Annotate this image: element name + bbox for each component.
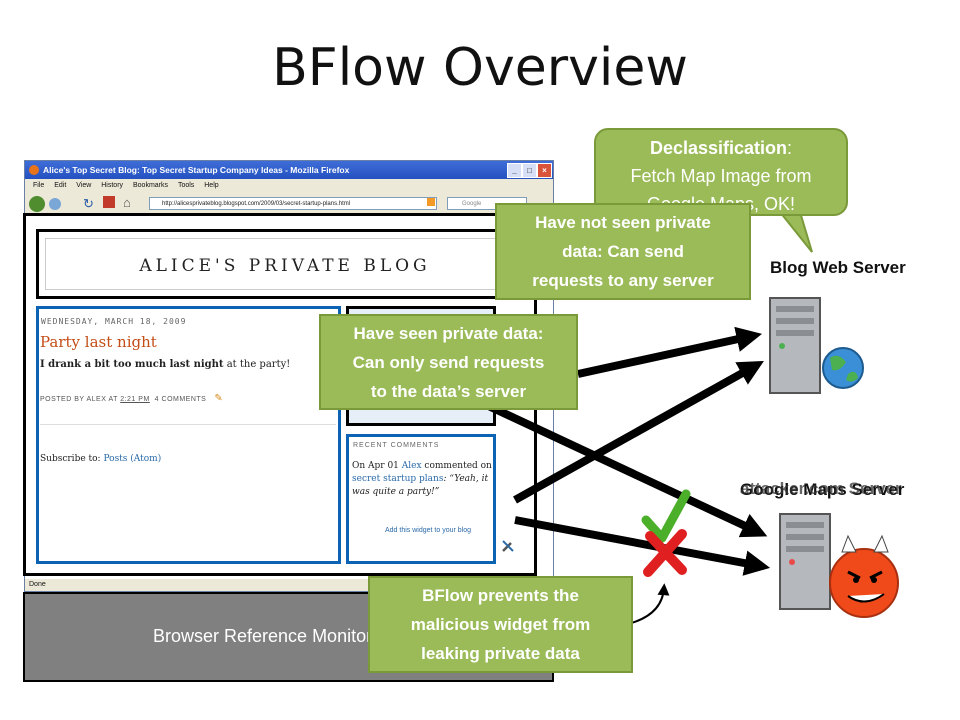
slide-title: BFlow Overview (272, 38, 688, 98)
arrow-to-maps-server (478, 398, 768, 538)
bflow-line3: leaking private data (421, 644, 580, 663)
pencil-icon[interactable]: ✎ (214, 393, 224, 404)
maps-server-label: Google Maps Server (740, 480, 905, 499)
seen-line2: Can only send requests (352, 353, 545, 372)
check-icon (641, 489, 691, 543)
widget-mid: commented on (421, 461, 492, 471)
not-seen-line1: Have not seen private (535, 213, 711, 232)
blog-server-label: Blog Web Server (770, 258, 906, 277)
post-body: I drank a bit too much last night at the… (40, 359, 290, 370)
seen-private-callout: Have seen private data: Can only send re… (319, 314, 578, 410)
arrow-widget-to-blog-server (513, 361, 764, 504)
menu-file[interactable]: File (33, 182, 45, 189)
blog-post-frame (36, 306, 341, 564)
window-title: Alice's Top Secret Blog: Top Secret Star… (43, 165, 350, 175)
seen-line3: to the data’s server (370, 382, 527, 401)
add-widget-link[interactable]: Add this widget to your blog (385, 527, 471, 534)
widget-comment: On Apr 01 Alex commented on secret start… (352, 460, 494, 499)
monitor-label: Browser Reference Monitor (153, 626, 373, 646)
menu-view[interactable]: View (76, 182, 92, 189)
menu-bar: File Edit View History Bookmarks Tools H… (25, 179, 553, 193)
rss-icon (427, 198, 435, 206)
arrow-to-blog-server (577, 326, 763, 378)
seen-line1: Have seen private data: (353, 324, 544, 343)
post-body-bold: I drank a bit too much last night (40, 359, 224, 370)
bflow-pointer-arrow (627, 583, 670, 625)
post-body-rest: at the party! (223, 359, 291, 370)
blog-server-icon (769, 297, 864, 394)
declass-callout-tail (777, 211, 813, 253)
home-icon[interactable]: ⌂ (123, 195, 131, 210)
subscribe-line: Subscribe to: Posts (Atom) (40, 454, 161, 464)
not-seen-line2: data: Can send (562, 242, 684, 261)
firefox-icon (29, 165, 39, 175)
stop-icon[interactable] (103, 196, 115, 208)
not-seen-line3: requests to any server (532, 271, 714, 290)
subscribe-link[interactable]: Posts (Atom) (103, 454, 162, 464)
malicious-widget-frame (346, 434, 496, 564)
menu-edit[interactable]: Edit (54, 182, 67, 189)
blog-header: ALICE'S PRIVATE BLOG (36, 229, 534, 299)
widget-quote: : “Yeah, it was quite a party!” (352, 474, 489, 497)
widget-prefix: On Apr 01 (352, 461, 402, 471)
attacker-server-icon (779, 513, 899, 618)
post-meta: POSTED BY ALEX AT 2:21 PM 4 COMMENTS ✎ (40, 393, 223, 404)
address-bar[interactable]: http://alicesprivateblog.blogspot.com/20… (149, 197, 437, 210)
declass-line2: Fetch Map Image from (630, 166, 812, 186)
bflow-callout: BFlow prevents the malicious widget from… (368, 576, 633, 673)
close-button[interactable]: × (537, 163, 552, 178)
bflow-line1: BFlow prevents the (422, 586, 579, 605)
cross-icon (643, 529, 687, 577)
menu-help[interactable]: Help (204, 182, 219, 189)
not-seen-private-callout: Have not seen private data: Can send req… (495, 203, 751, 300)
bflow-line2: malicious widget from (410, 615, 591, 634)
declassification-callout: Declassification: Fetch Map Image from G… (594, 128, 848, 216)
declass-bold: Declassification (649, 138, 788, 158)
forward-icon[interactable] (49, 198, 61, 210)
reload-icon[interactable]: ↻ (83, 196, 94, 211)
post-date: WEDNESDAY, MARCH 18, 2009 (41, 317, 187, 326)
menu-tools[interactable]: Tools (177, 182, 195, 189)
widget-post-link[interactable]: secret startup plans (352, 474, 444, 484)
maximize-button[interactable]: □ (522, 163, 537, 178)
widget-title: RECENT COMMENTS (353, 442, 440, 449)
post-meta-prefix: POSTED BY ALEX AT (40, 396, 121, 403)
post-comments-link[interactable]: 4 COMMENTS (154, 396, 207, 403)
attacker-server-label: attacker.com Server (740, 479, 902, 498)
menu-bookmarks[interactable]: Bookmarks (132, 182, 168, 189)
post-title[interactable]: Party last night (40, 333, 157, 351)
declass-colon: : (787, 138, 793, 158)
post-time-link[interactable]: 2:21 PM (120, 396, 150, 403)
menu-history[interactable]: History (101, 182, 124, 189)
back-icon[interactable] (29, 196, 45, 212)
subscribe-prefix: Subscribe to: (40, 454, 104, 464)
minimize-button[interactable]: _ (507, 163, 522, 178)
navigation-toolbar: ↻ ⌂ http://alicesprivateblog.blogspot.co… (25, 193, 553, 216)
post-divider (40, 424, 336, 425)
widget-author-link[interactable]: Alex (401, 461, 422, 471)
arrow-widget-to-attacker (514, 516, 771, 576)
wrench-icon (502, 540, 514, 552)
window-titlebar: Alice's Top Secret Blog: Top Secret Star… (25, 161, 553, 179)
